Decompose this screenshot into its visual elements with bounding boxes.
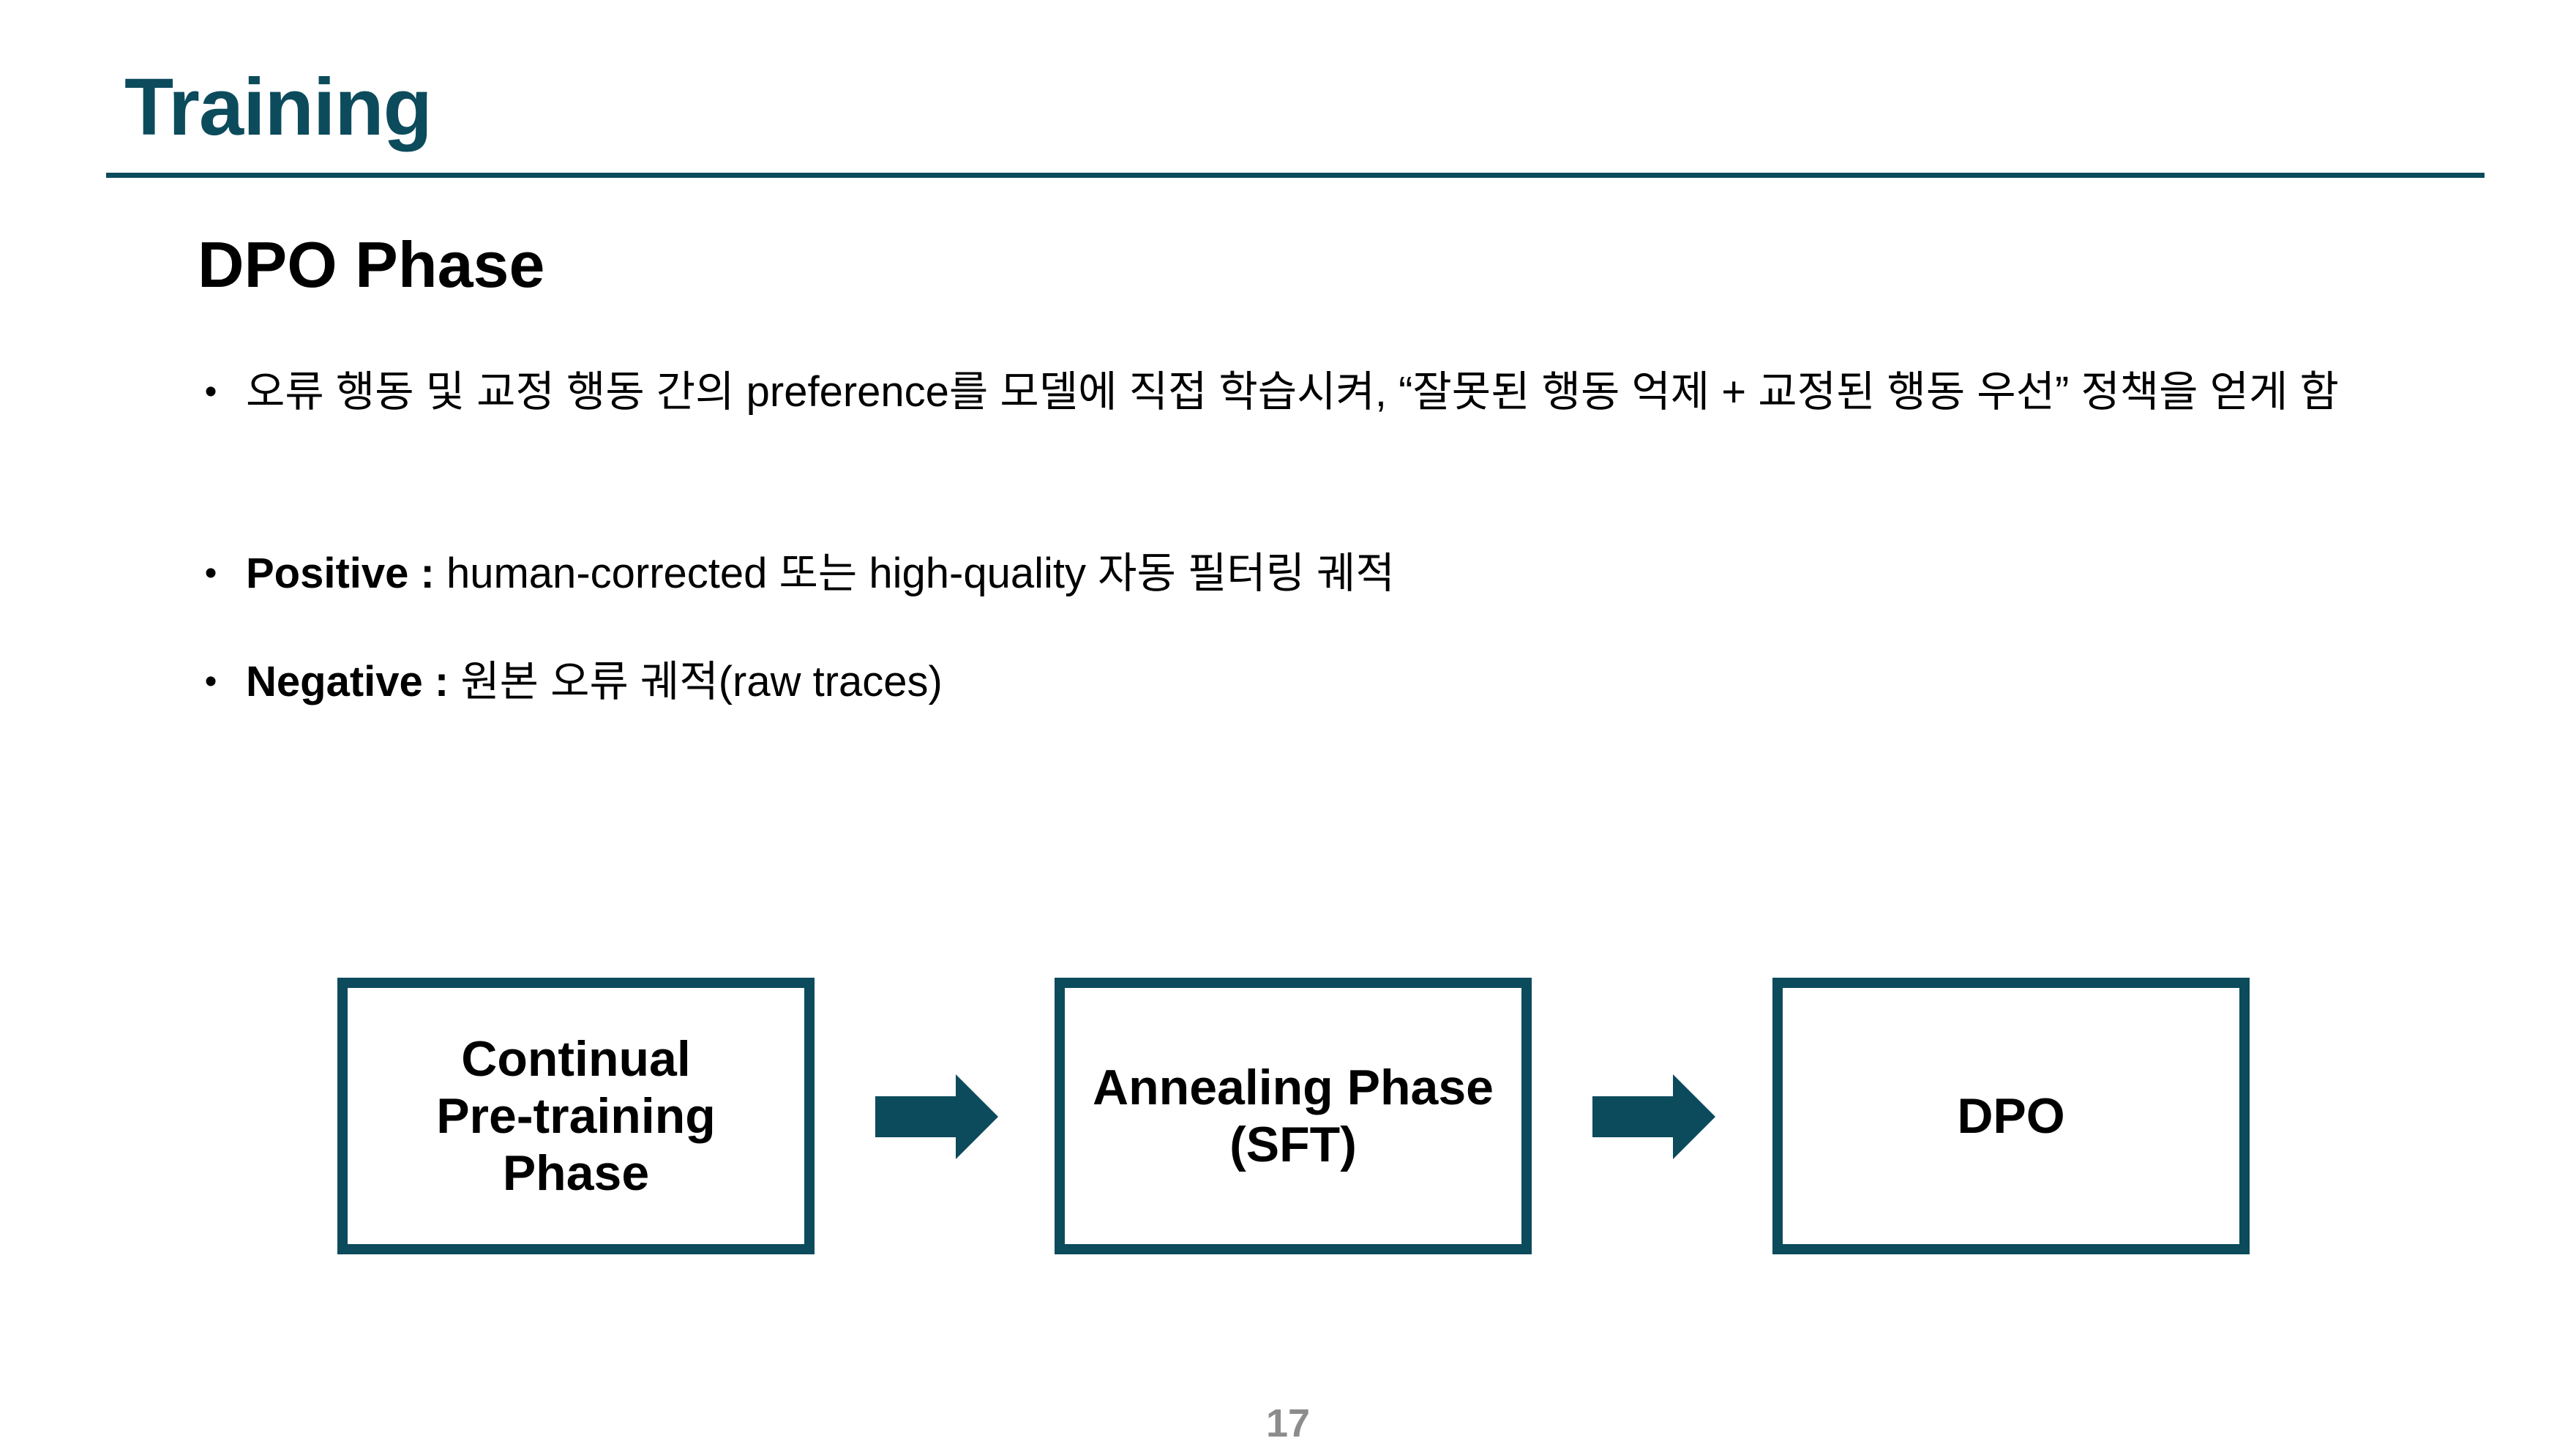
flow-step-dpo: DPO — [1772, 978, 2250, 1254]
bullet-text: Negative : 원본 오류 궤적(raw traces) — [246, 644, 943, 720]
bullet-text: 오류 행동 및 교정 행동 간의 preference를 모델에 직접 학습시켜… — [246, 354, 2427, 430]
bullet-item-1: • 오류 행동 및 교정 행동 간의 preference를 모델에 직접 학습… — [196, 354, 2392, 508]
bullet-body: 원본 오류 궤적(raw traces) — [449, 658, 943, 705]
bullet-item-negative: • Negative : 원본 오류 궤적(raw traces) — [196, 644, 1367, 720]
bullet-bold-prefix: Positive : — [246, 550, 435, 597]
bullet-bold-prefix: Negative : — [246, 658, 449, 705]
right-arrow-icon — [875, 1074, 998, 1159]
bullet-marker: • — [204, 662, 217, 701]
bullet-body: 오류 행동 및 교정 행동 간의 preference를 모델에 직접 학습시켜… — [246, 368, 2339, 416]
bullet-text: Positive : human-corrected 또는 high-quali… — [246, 536, 1395, 612]
slide-title: Training — [124, 62, 433, 152]
bullet-marker: • — [204, 554, 217, 593]
flow-step-label: DPO — [1957, 1088, 2065, 1144]
bullet-item-positive: • Positive : human-corrected 또는 high-qua… — [196, 536, 1806, 612]
flow-step-annealing-sft: Annealing Phase (SFT) — [1055, 978, 1532, 1254]
bullet-marker: • — [204, 372, 217, 411]
right-arrow-icon — [1592, 1074, 1715, 1159]
page-number: 17 — [1265, 1401, 1311, 1445]
flow-step-continual-pretraining: Continual Pre-training Phase — [337, 978, 815, 1254]
flow-step-label: Continual Pre-training Phase — [436, 1031, 716, 1201]
section-heading: DPO Phase — [198, 228, 545, 301]
flow-step-label: Annealing Phase (SFT) — [1093, 1060, 1494, 1172]
title-divider — [106, 173, 2485, 178]
bullet-body: human-corrected 또는 high-quality 자동 필터링 궤… — [434, 550, 1395, 597]
